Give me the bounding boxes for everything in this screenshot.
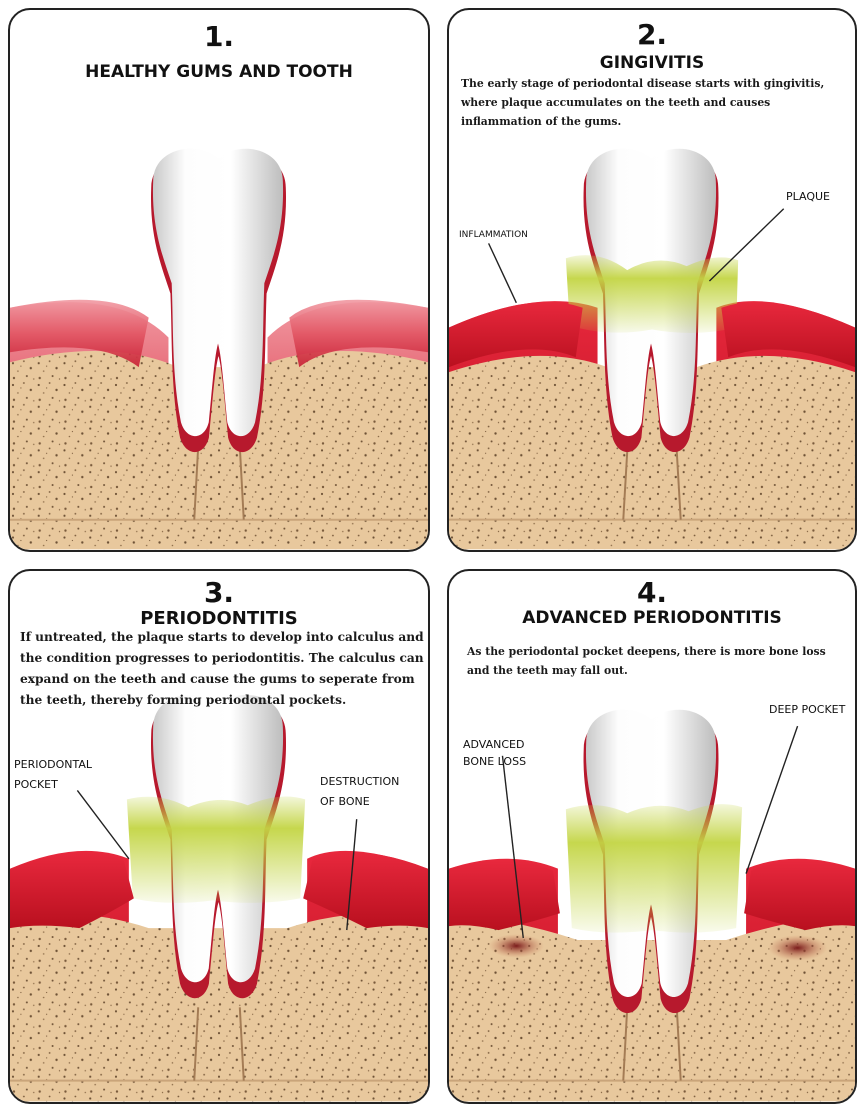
inflammation-pointer (489, 243, 517, 302)
panel-title: GINGIVITIS (449, 53, 855, 73)
pocket-pointer (77, 790, 129, 858)
label-periodontal-pocket: PERIODONTAL POCKET (14, 755, 92, 795)
label-line: OF BONE (320, 792, 399, 812)
panel-title: PERIODONTITIS (10, 608, 428, 629)
label-deep-pocket: DEEP POCKET (769, 701, 845, 718)
label-inflammation: INFLAMMATION (459, 227, 528, 244)
plaque-pointer (709, 209, 783, 281)
panel-gingivitis: 2. GINGIVITIS The early stage of periodo… (447, 8, 857, 552)
healthy-tooth-illustration (10, 10, 428, 550)
deep-pocket-pointer (746, 726, 797, 874)
label-line: POCKET (14, 775, 92, 795)
panel-healthy: 1. HEALTHY GUMS AND TOOTH (8, 8, 430, 552)
panel-number: 3. (10, 578, 428, 608)
panel-number: 2. (449, 20, 855, 50)
panel-periodontitis: 3. PERIODONTITIS If untreated, the plaqu… (8, 569, 430, 1104)
label-line: PERIODONTAL (14, 755, 92, 775)
panel-number: 4. (449, 578, 855, 608)
panel-title: HEALTHY GUMS AND TOOTH (10, 62, 428, 82)
label-plaque: PLAQUE (786, 188, 830, 205)
panel-description: The early stage of periodontal disease s… (461, 74, 853, 131)
panel-description: If untreated, the plaque starts to devel… (20, 627, 425, 711)
label-line: BONE LOSS (463, 753, 526, 770)
label-line: ADVANCED (463, 736, 526, 753)
label-destruction-of-bone: DESTRUCTION OF BONE (320, 772, 399, 812)
label-line: DESTRUCTION (320, 772, 399, 792)
panel-number: 1. (10, 22, 428, 52)
label-advanced-bone-loss: ADVANCED BONE LOSS (463, 736, 526, 770)
panel-advanced-periodontitis: 4. ADVANCED PERIODONTITIS As the periodo… (447, 569, 857, 1104)
panel-title: ADVANCED PERIODONTITIS (449, 608, 855, 628)
panel-description: As the periodontal pocket deepens, there… (467, 642, 849, 680)
